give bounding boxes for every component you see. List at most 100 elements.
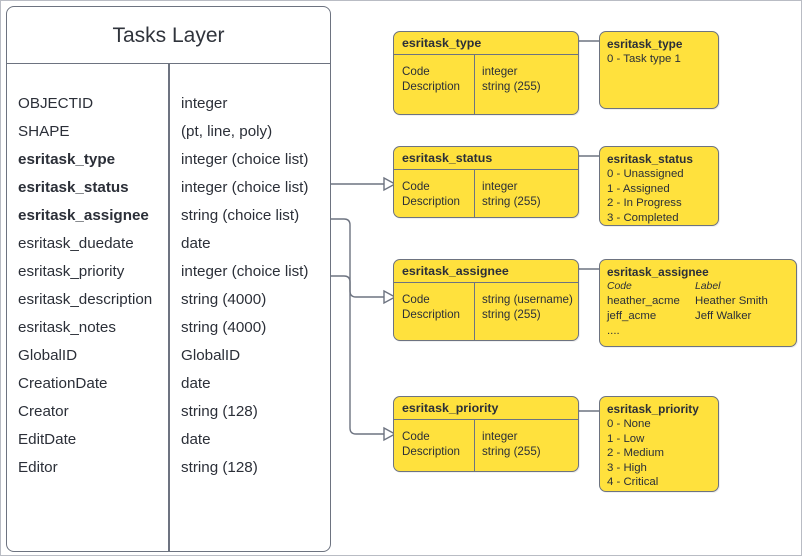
domain-value-label: Jeff Walker	[695, 310, 752, 322]
domain-values-rows: heather_acme Heather Smith jeff_acme Jef…	[607, 294, 789, 324]
domain-field-name: Description	[402, 308, 460, 321]
domain-table-title: esritask_type	[394, 32, 578, 55]
field-type: string (choice list)	[181, 207, 300, 224]
domain-field-type: integer	[482, 65, 518, 78]
field-name: Editor	[18, 459, 58, 476]
domain-field-type: string (255)	[482, 80, 541, 93]
field-name: Creator	[18, 403, 69, 420]
field-type: date	[181, 235, 211, 252]
domain-field-name: Code	[402, 430, 430, 443]
domain-table-title: esritask_status	[394, 147, 578, 170]
domain-field-type: string (username)	[482, 293, 573, 306]
domain-values-title: esritask_type	[607, 37, 683, 51]
field-type: integer (choice list)	[181, 263, 309, 280]
domain-value-row: jeff_acme Jeff Walker	[607, 309, 789, 324]
domain-value-code: heather_acme	[607, 295, 680, 307]
domain-value-line: 3 - Completed	[607, 211, 679, 224]
domain-field-type: integer	[482, 430, 518, 443]
domain-values-esritask-assignee[interactable]: esritask_assignee Code Label heather_acm…	[599, 259, 797, 347]
domain-value-line: 2 - Medium	[607, 447, 664, 460]
domain-field-type: string (255)	[482, 308, 541, 321]
domain-field-name: Code	[402, 293, 430, 306]
domain-value-line: 1 - Low	[607, 432, 645, 445]
domain-table-title: esritask_priority	[394, 397, 578, 420]
domain-field-name: Description	[402, 195, 460, 208]
domain-value-line: 2 - In Progress	[607, 197, 682, 210]
domain-table-body: Code Description integer string (255)	[394, 420, 578, 471]
domain-table-divider	[474, 55, 476, 114]
field-name: esritask_duedate	[18, 235, 134, 252]
domain-table-divider	[474, 283, 476, 340]
domain-table-esritask-type[interactable]: esritask_type Code Description integer s…	[393, 31, 579, 115]
domain-value-line: 0 - Unassigned	[607, 168, 684, 180]
tasks-layer-entity[interactable]: Tasks Layer OBJECTID SHAPE esritask_type…	[6, 6, 331, 552]
field-name: esritask_type	[18, 151, 116, 168]
field-name: esritask_description	[18, 291, 153, 308]
entity-field-types-column: integer (pt, line, poly) integer (choice…	[168, 90, 330, 551]
domain-field-name: Code	[402, 180, 430, 193]
domain-field-type: string (255)	[482, 445, 541, 458]
domain-table-divider	[474, 420, 476, 471]
entity-title: Tasks Layer	[7, 7, 330, 64]
field-name: esritask_status	[18, 179, 129, 196]
field-name: CreationDate	[18, 375, 108, 392]
entity-field-list: OBJECTID SHAPE esritask_type esritask_st…	[7, 64, 330, 551]
domain-field-name: Description	[402, 80, 460, 93]
field-name: SHAPE	[18, 123, 70, 140]
domain-values-esritask-type[interactable]: esritask_type 0 - Task type 1	[599, 31, 719, 109]
domain-values-esritask-priority[interactable]: esritask_priority 0 - None 1 - Low 2 - M…	[599, 396, 719, 492]
domain-table-left-column: Code Description	[394, 64, 474, 114]
domain-table-left-column: Code Description	[394, 429, 474, 471]
domain-table-body: Code Description integer string (255)	[394, 170, 578, 217]
field-type: string (4000)	[181, 319, 267, 336]
domain-table-title: esritask_assignee	[394, 260, 578, 283]
domain-table-left-column: Code Description	[394, 292, 474, 340]
domain-table-right-column: string (username) string (255)	[474, 292, 578, 340]
domain-value-line: 3 - High	[607, 461, 647, 474]
field-type: date	[181, 375, 211, 392]
field-type: GlobalID	[181, 347, 241, 364]
domain-values-title: esritask_priority	[607, 402, 699, 416]
domain-value-line: 0 - None	[607, 418, 651, 430]
domain-table-left-column: Code Description	[394, 179, 474, 217]
domain-field-type: integer	[482, 180, 518, 193]
domain-table-divider	[474, 170, 476, 217]
field-type: integer (choice list)	[181, 179, 309, 196]
field-name: GlobalID	[18, 347, 78, 364]
domain-table-esritask-status[interactable]: esritask_status Code Description integer…	[393, 146, 579, 218]
domain-table-right-column: integer string (255)	[474, 429, 578, 471]
domain-value-line: 0 - Task type 1	[607, 53, 681, 65]
field-type: string (128)	[181, 403, 258, 420]
domain-values-esritask-status[interactable]: esritask_status 0 - Unassigned 1 - Assig…	[599, 146, 719, 226]
domain-value-row: heather_acme Heather Smith	[607, 294, 789, 309]
field-name: esritask_assignee	[18, 207, 149, 224]
field-type: (pt, line, poly)	[181, 123, 273, 140]
field-type: date	[181, 431, 211, 448]
domain-values-header-code: Code	[607, 281, 632, 292]
domain-value-line: 1 - Assigned	[607, 182, 670, 195]
field-name: EditDate	[18, 431, 77, 448]
field-type: string (128)	[181, 459, 258, 476]
field-type: integer (choice list)	[181, 151, 309, 168]
connector-assignee	[331, 218, 384, 298]
field-type: integer	[181, 95, 228, 112]
domain-table-body: Code Description integer string (255)	[394, 55, 578, 114]
field-name: OBJECTID	[18, 95, 94, 112]
domain-field-name: Description	[402, 445, 460, 458]
domain-table-right-column: integer string (255)	[474, 179, 578, 217]
domain-value-label: Heather Smith	[695, 295, 768, 307]
entity-field-names-column: OBJECTID SHAPE esritask_type esritask_st…	[7, 90, 168, 551]
domain-field-type: string (255)	[482, 195, 541, 208]
domain-values-title: esritask_assignee	[607, 265, 709, 279]
connector-priority	[330, 275, 384, 435]
domain-values-header-row: Code Label	[607, 280, 789, 294]
field-name: esritask_notes	[18, 319, 116, 336]
domain-values-title: esritask_status	[607, 152, 693, 166]
domain-table-esritask-priority[interactable]: esritask_priority Code Description integ…	[393, 396, 579, 472]
domain-table-body: Code Description string (username) strin…	[394, 283, 578, 340]
domain-value-code: jeff_acme	[607, 310, 657, 322]
domain-table-esritask-assignee[interactable]: esritask_assignee Code Description strin…	[393, 259, 579, 341]
domain-table-right-column: integer string (255)	[474, 64, 578, 114]
domain-field-name: Code	[402, 65, 430, 78]
